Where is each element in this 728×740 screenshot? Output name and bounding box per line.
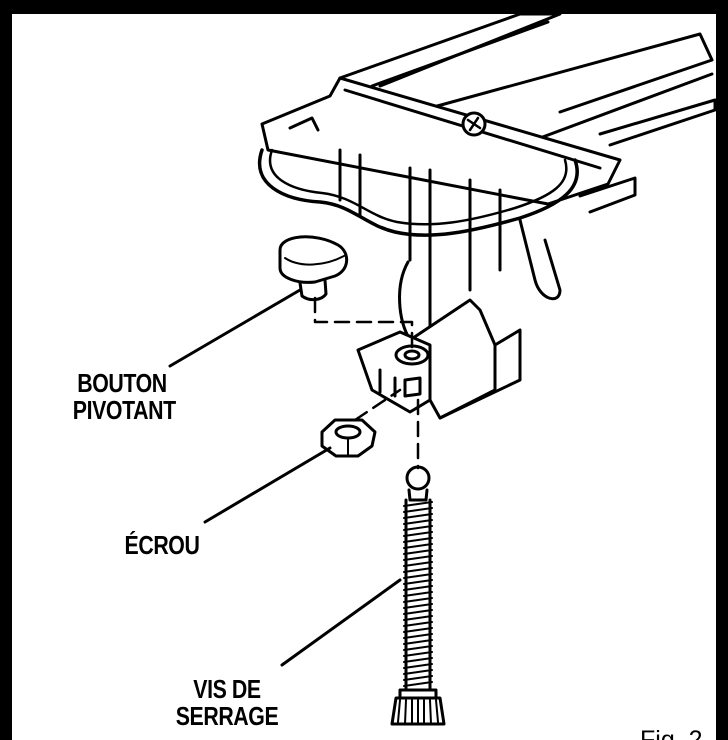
label-nut: ÉCROU (124, 530, 200, 560)
leader-clamp-screw (280, 578, 402, 667)
leader-nut (203, 446, 332, 524)
clamp-screw (390, 465, 446, 726)
leader-swivel-button (168, 288, 302, 368)
hex-nut (320, 418, 377, 458)
mounting-rails (338, 14, 716, 147)
label-clamp-screw: VIS DE SERRAGE (175, 674, 279, 731)
figure-caption: Fig. 2 (640, 726, 703, 740)
assembly-guide-lines (313, 296, 420, 470)
swivel-button (278, 235, 349, 302)
leader-lines (168, 288, 402, 667)
bracket-housing (258, 76, 637, 420)
label-swivel-button: BOUTON PIVOTANT (72, 368, 176, 425)
